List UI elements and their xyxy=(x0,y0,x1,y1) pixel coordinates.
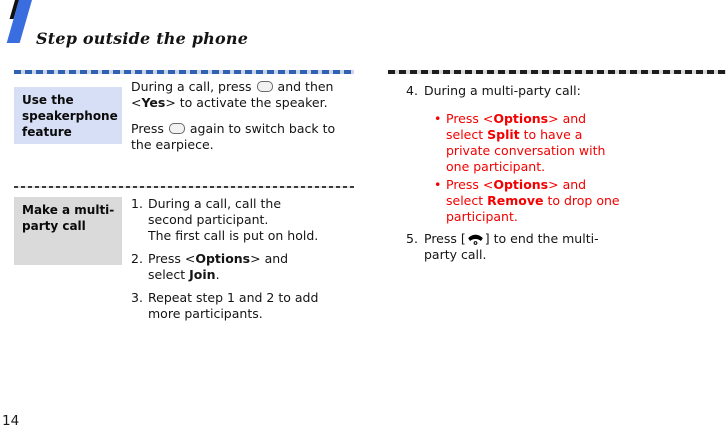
multiparty-steps-continued: 4. During a multi-party call: • Press <O… xyxy=(406,83,646,263)
divider-dashed-black xyxy=(388,70,726,74)
list-item: 5. Press [] to end the multi-party call. xyxy=(406,231,646,263)
list-item: 1. During a call, call the second partic… xyxy=(131,196,360,244)
list-item: • Press <Options> and select Remove to d… xyxy=(434,177,646,225)
step-number: 5. xyxy=(406,231,418,246)
softkey-button-icon xyxy=(256,81,273,92)
bullet-text: Press <Options> and select Remove to dro… xyxy=(446,177,620,224)
corner-accent-blue xyxy=(6,0,32,43)
multiparty-options-list: • Press <Options> and select Split to ha… xyxy=(406,111,646,225)
step-text: Press <Options> and select Join. xyxy=(148,251,289,282)
step-text: Repeat step 1 and 2 to add more particip… xyxy=(148,290,319,321)
divider-dashed-blue xyxy=(14,70,354,74)
page-title: Step outside the phone xyxy=(36,29,249,48)
section-label-text: Make a multi-party call xyxy=(22,203,115,233)
speakerphone-instructions: During a call, press and then <Yes> to a… xyxy=(131,79,347,153)
section-label-multiparty: Make a multi-party call xyxy=(14,197,122,265)
step-text: During a call, call the second participa… xyxy=(148,196,319,243)
bullet-icon: • xyxy=(434,177,442,192)
step-number: 3. xyxy=(131,290,143,305)
section-label-text: Use the speakerphone feature xyxy=(22,93,118,139)
list-item: 4. During a multi-party call: xyxy=(406,83,646,99)
divider-dashed-gray xyxy=(14,186,354,188)
step-number: 2. xyxy=(131,251,143,266)
list-item: 2. Press <Options> and select Join. xyxy=(131,251,360,283)
multiparty-steps-list: 1. During a call, call the second partic… xyxy=(131,196,360,322)
instruction-paragraph: Press again to switch back to the earpie… xyxy=(131,121,336,152)
step-number: 4. xyxy=(406,83,418,98)
instruction-paragraph: During a call, press and then <Yes> to a… xyxy=(131,79,334,110)
step-number: 1. xyxy=(131,196,143,211)
list-item: 3. Repeat step 1 and 2 to add more parti… xyxy=(131,290,360,322)
step-text: Press [] to end the multi-party call. xyxy=(424,231,599,262)
softkey-button-icon xyxy=(168,123,185,134)
bullet-icon: • xyxy=(434,111,442,126)
section-label-speakerphone: Use the speakerphone feature xyxy=(14,87,122,144)
list-item: • Press <Options> and select Split to ha… xyxy=(434,111,646,175)
end-call-key-icon xyxy=(467,234,483,245)
bullet-text: Press <Options> and select Split to have… xyxy=(446,111,606,174)
step-text: During a multi-party call: xyxy=(424,83,581,98)
page-number: 14 xyxy=(2,413,20,429)
